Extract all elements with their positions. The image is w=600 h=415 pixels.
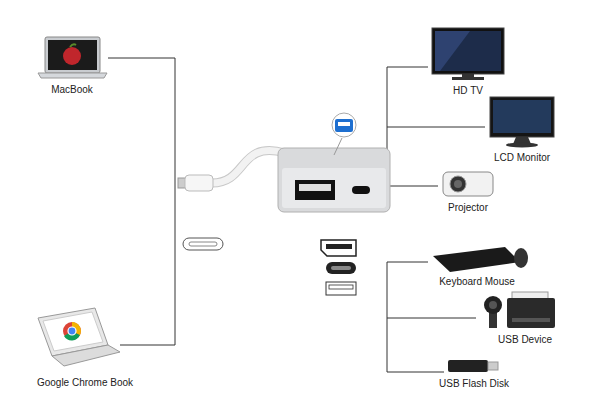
wire — [387, 262, 428, 263]
displayport-socket — [299, 184, 331, 191]
tv-screen — [435, 31, 501, 71]
usb-c-symbol — [326, 262, 356, 274]
webcam-image — [484, 296, 502, 314]
device-label: Keyboard Mouse — [439, 276, 515, 288]
device-label: MacBook — [51, 84, 93, 96]
tv-screen — [435, 31, 470, 71]
usb-c-socket — [352, 186, 370, 194]
projector-image — [443, 172, 493, 196]
wire — [175, 58, 176, 345]
usb-c-symbol — [331, 266, 351, 270]
wire — [387, 186, 438, 187]
laptop-base — [52, 345, 120, 366]
device-label: LCD Monitor — [494, 152, 550, 164]
wire — [387, 372, 444, 373]
laptop-screen — [48, 40, 97, 70]
cable — [212, 151, 285, 183]
flash-disk-plug — [488, 362, 498, 370]
apple-leaf — [70, 44, 76, 47]
wire — [387, 127, 485, 128]
projector-lens — [450, 176, 466, 192]
device-label: USB Flash Disk — [439, 378, 509, 390]
usb-c-plug — [185, 175, 213, 191]
usb-c-symbol — [183, 238, 223, 250]
device-label: USB Device — [498, 334, 552, 346]
laptop-screen — [43, 312, 103, 351]
adapter-body — [278, 148, 390, 212]
monitor-image — [490, 97, 554, 137]
webcam-stand — [489, 312, 497, 328]
chrome-logo — [63, 322, 81, 340]
wire — [108, 58, 175, 59]
printer-image — [507, 298, 555, 328]
usb-a-symbol — [329, 285, 353, 289]
apple-image — [63, 47, 81, 65]
flash-disk-image — [448, 360, 488, 372]
device-label: HD TV — [453, 85, 483, 97]
printer-tray — [512, 318, 550, 322]
adapter-face — [282, 168, 386, 208]
bracket-lines — [108, 58, 485, 372]
webcam-lens — [489, 301, 497, 309]
keyboard-image — [433, 247, 520, 272]
wire — [120, 345, 175, 346]
projector-lens — [454, 180, 462, 188]
laptop-lid — [45, 37, 100, 73]
wire — [387, 67, 428, 68]
usb-a-socket — [338, 122, 350, 126]
chrome-logo — [68, 327, 76, 335]
displayport-socket — [295, 180, 335, 200]
device-label: Google Chrome Book — [37, 377, 133, 389]
displayport-symbol — [326, 244, 352, 249]
laptop-base — [38, 73, 107, 78]
displayport-symbol — [321, 240, 356, 256]
mouse-image — [514, 248, 528, 268]
wire — [387, 262, 388, 372]
leader-line — [334, 138, 342, 155]
wire — [387, 318, 476, 319]
tv-image — [432, 28, 504, 74]
usb-a-symbol — [326, 282, 356, 295]
monitor-stand — [506, 143, 538, 148]
callout-circle — [332, 113, 356, 137]
cable — [212, 151, 285, 183]
tv-stand — [452, 77, 484, 80]
tv-stand — [462, 74, 474, 77]
usb-c-symbol — [189, 242, 217, 246]
monitor-screen — [493, 100, 551, 133]
usb-a-socket — [335, 119, 353, 132]
device-label: Projector — [448, 202, 488, 214]
